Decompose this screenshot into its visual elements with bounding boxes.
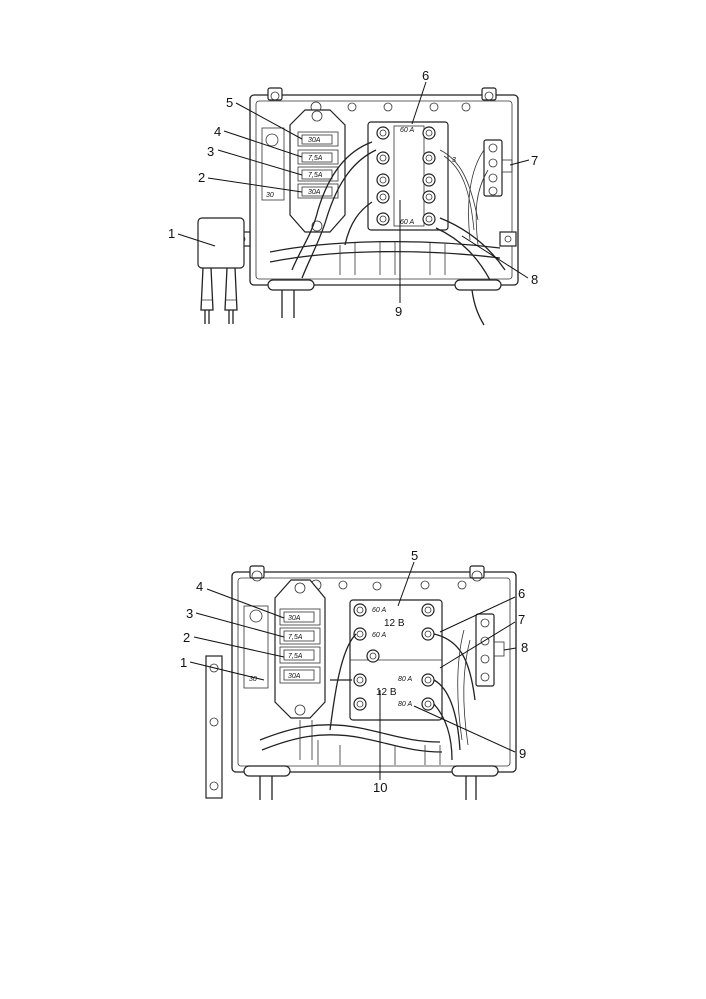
bottom-fuse-label: 7,5A [288, 634, 303, 641]
top-callout: 8 [531, 272, 538, 287]
top-callout: 1 [168, 226, 175, 241]
bottom-block-label: 80 A [398, 701, 412, 708]
bottom-callout: 10 [373, 780, 387, 795]
bottom-block-label: 60 A [372, 632, 386, 639]
bottom-callout: 4 [196, 579, 203, 594]
bottom-callout: 9 [519, 746, 526, 761]
top-callout: 6 [422, 68, 429, 83]
bottom-callout: 2 [183, 630, 190, 645]
bottom-voltage-label: 12 B [384, 618, 405, 629]
bottom-side-label: 30 [249, 676, 257, 683]
bottom-fuse-label: 30A [288, 615, 301, 622]
bottom-bracket [205, 655, 223, 799]
bottom-block-label: 80 A [398, 676, 412, 683]
top-fuse-label: 30A [308, 189, 321, 196]
top-fuse-label: 7,5A [308, 172, 323, 179]
bottom-block-label: 60 A [372, 607, 386, 614]
top-wiring [269, 141, 506, 281]
top-fuse-box [289, 109, 346, 233]
top-external-unit [197, 217, 245, 269]
bottom-diagram: 30A 7,5A 7,5A 30A 30 60 A 12 B 60 A 80 A… [180, 548, 528, 800]
top-callout: 4 [214, 124, 221, 139]
bottom-block-terminals [353, 603, 435, 711]
bottom-callout: 8 [521, 640, 528, 655]
top-terminal-strip [483, 139, 503, 197]
bottom-fuse-box [274, 579, 326, 719]
lamp-icon [249, 609, 263, 623]
bottom-fuse-label: 30A [288, 673, 301, 680]
bottom-terminal-strip [475, 613, 495, 687]
top-callout: 2 [198, 170, 205, 185]
bottom-callout: 1 [180, 655, 187, 670]
bottom-fuse-label: 7,5A [288, 653, 303, 660]
bottom-callout: 6 [518, 586, 525, 601]
top-block-label: 60 A [400, 127, 414, 134]
top-callout-leaders [177, 81, 530, 303]
top-block-terminals [376, 126, 436, 226]
top-callout: 3 [207, 144, 214, 159]
bottom-callout: 3 [186, 606, 193, 621]
top-side-label: 30 [266, 192, 274, 199]
top-callout: 7 [531, 153, 538, 168]
lamp-icon [265, 133, 279, 147]
bottom-callout: 5 [411, 548, 418, 563]
top-block-label: 60 A [400, 219, 414, 226]
top-fuse-label: 30A [308, 137, 321, 144]
bottom-callout: 7 [518, 612, 525, 627]
top-symbol-panel [261, 127, 285, 201]
top-enclosure [249, 94, 519, 286]
top-callout: 5 [226, 95, 233, 110]
bottom-symbol-panel [243, 605, 269, 689]
top-fuse-label: 7,5A [308, 155, 323, 162]
bottom-callout-leaders [189, 561, 517, 780]
bottom-voltage-label: 12 B [376, 687, 397, 698]
top-diagram: 30A 7,5A 7,5A 30A 30 60 A 60 A 3 [168, 68, 538, 326]
top-callout: 9 [395, 304, 402, 319]
